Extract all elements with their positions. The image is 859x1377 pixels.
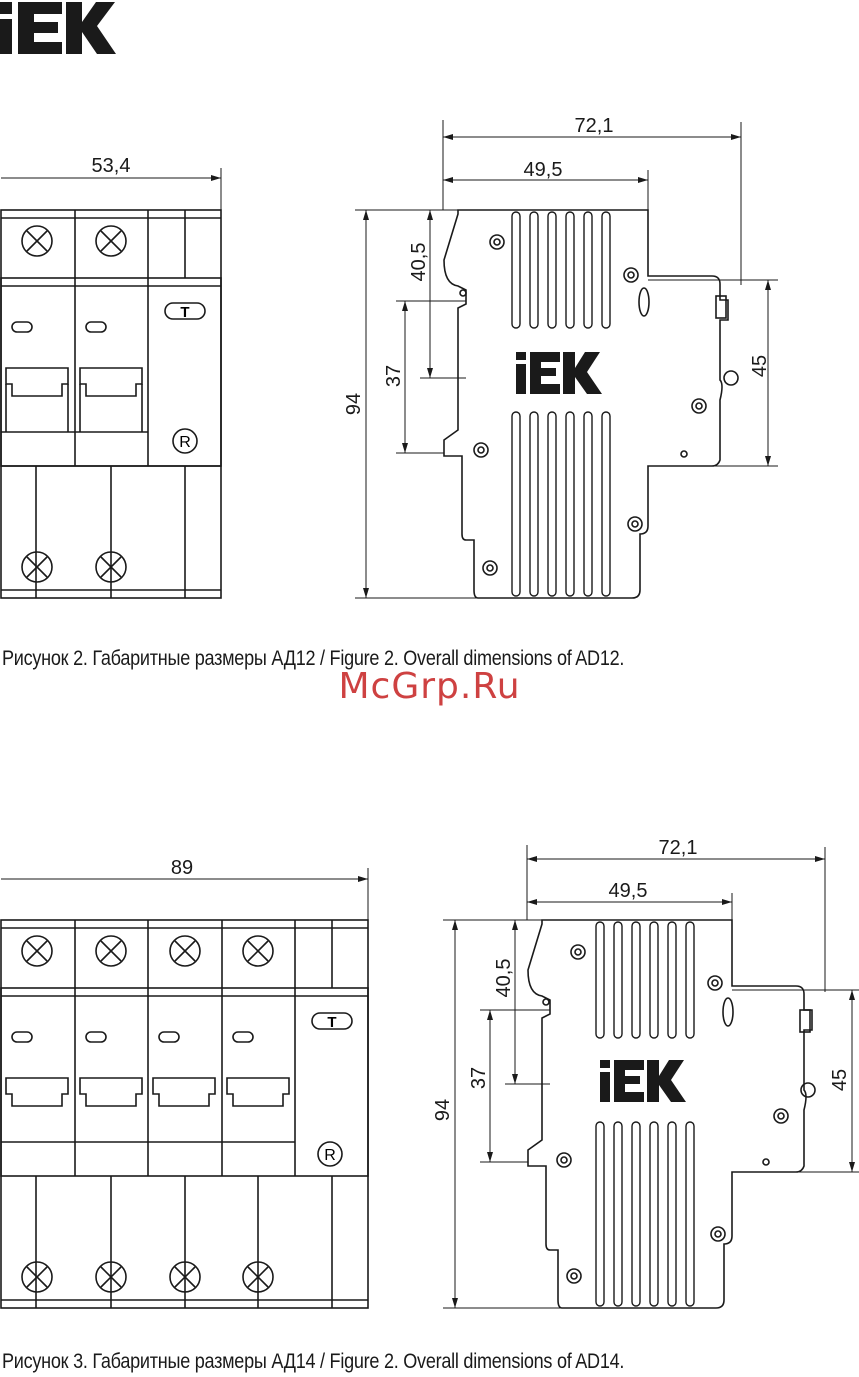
side-logo-ad12 (516, 352, 602, 394)
dim-37: 37 (383, 365, 405, 387)
dim-body-depth: 49,5 (524, 159, 563, 181)
dim-45: 45 (829, 1069, 851, 1091)
figure-3-drawing: 89 T R (0, 835, 859, 1315)
front-view-ad14 (1, 868, 368, 1308)
dim-body-depth: 49,5 (609, 880, 648, 902)
dim-total-depth: 72,1 (575, 115, 614, 137)
reset-label: R (179, 434, 191, 451)
terminal-screws-top (22, 226, 126, 256)
dim-40-5: 40,5 (408, 243, 430, 282)
iek-logo (0, 2, 116, 54)
watermark: McGrp.Ru (0, 666, 859, 707)
front-view-ad12 (1, 168, 221, 598)
test-button-label: T (180, 304, 189, 321)
dim-40-5: 40,5 (493, 959, 515, 998)
dim-front-width: 53,4 (92, 155, 131, 177)
dim-total-depth: 72,1 (659, 837, 698, 859)
dim-height: 94 (343, 393, 365, 415)
test-button-label: T (327, 1014, 336, 1031)
side-logo-ad14 (600, 1060, 686, 1102)
dim-45: 45 (749, 355, 771, 377)
dim-height: 94 (432, 1099, 454, 1121)
dim-front-width: 89 (171, 857, 193, 879)
reset-label: R (324, 1147, 336, 1164)
figure-3-caption: Рисунок 3. Габаритные размеры АД14 / Fig… (2, 1350, 624, 1374)
terminal-screws-bottom (22, 1262, 273, 1292)
dim-37: 37 (468, 1067, 490, 1089)
figure-2-drawing: 53,4 T R (0, 110, 859, 605)
